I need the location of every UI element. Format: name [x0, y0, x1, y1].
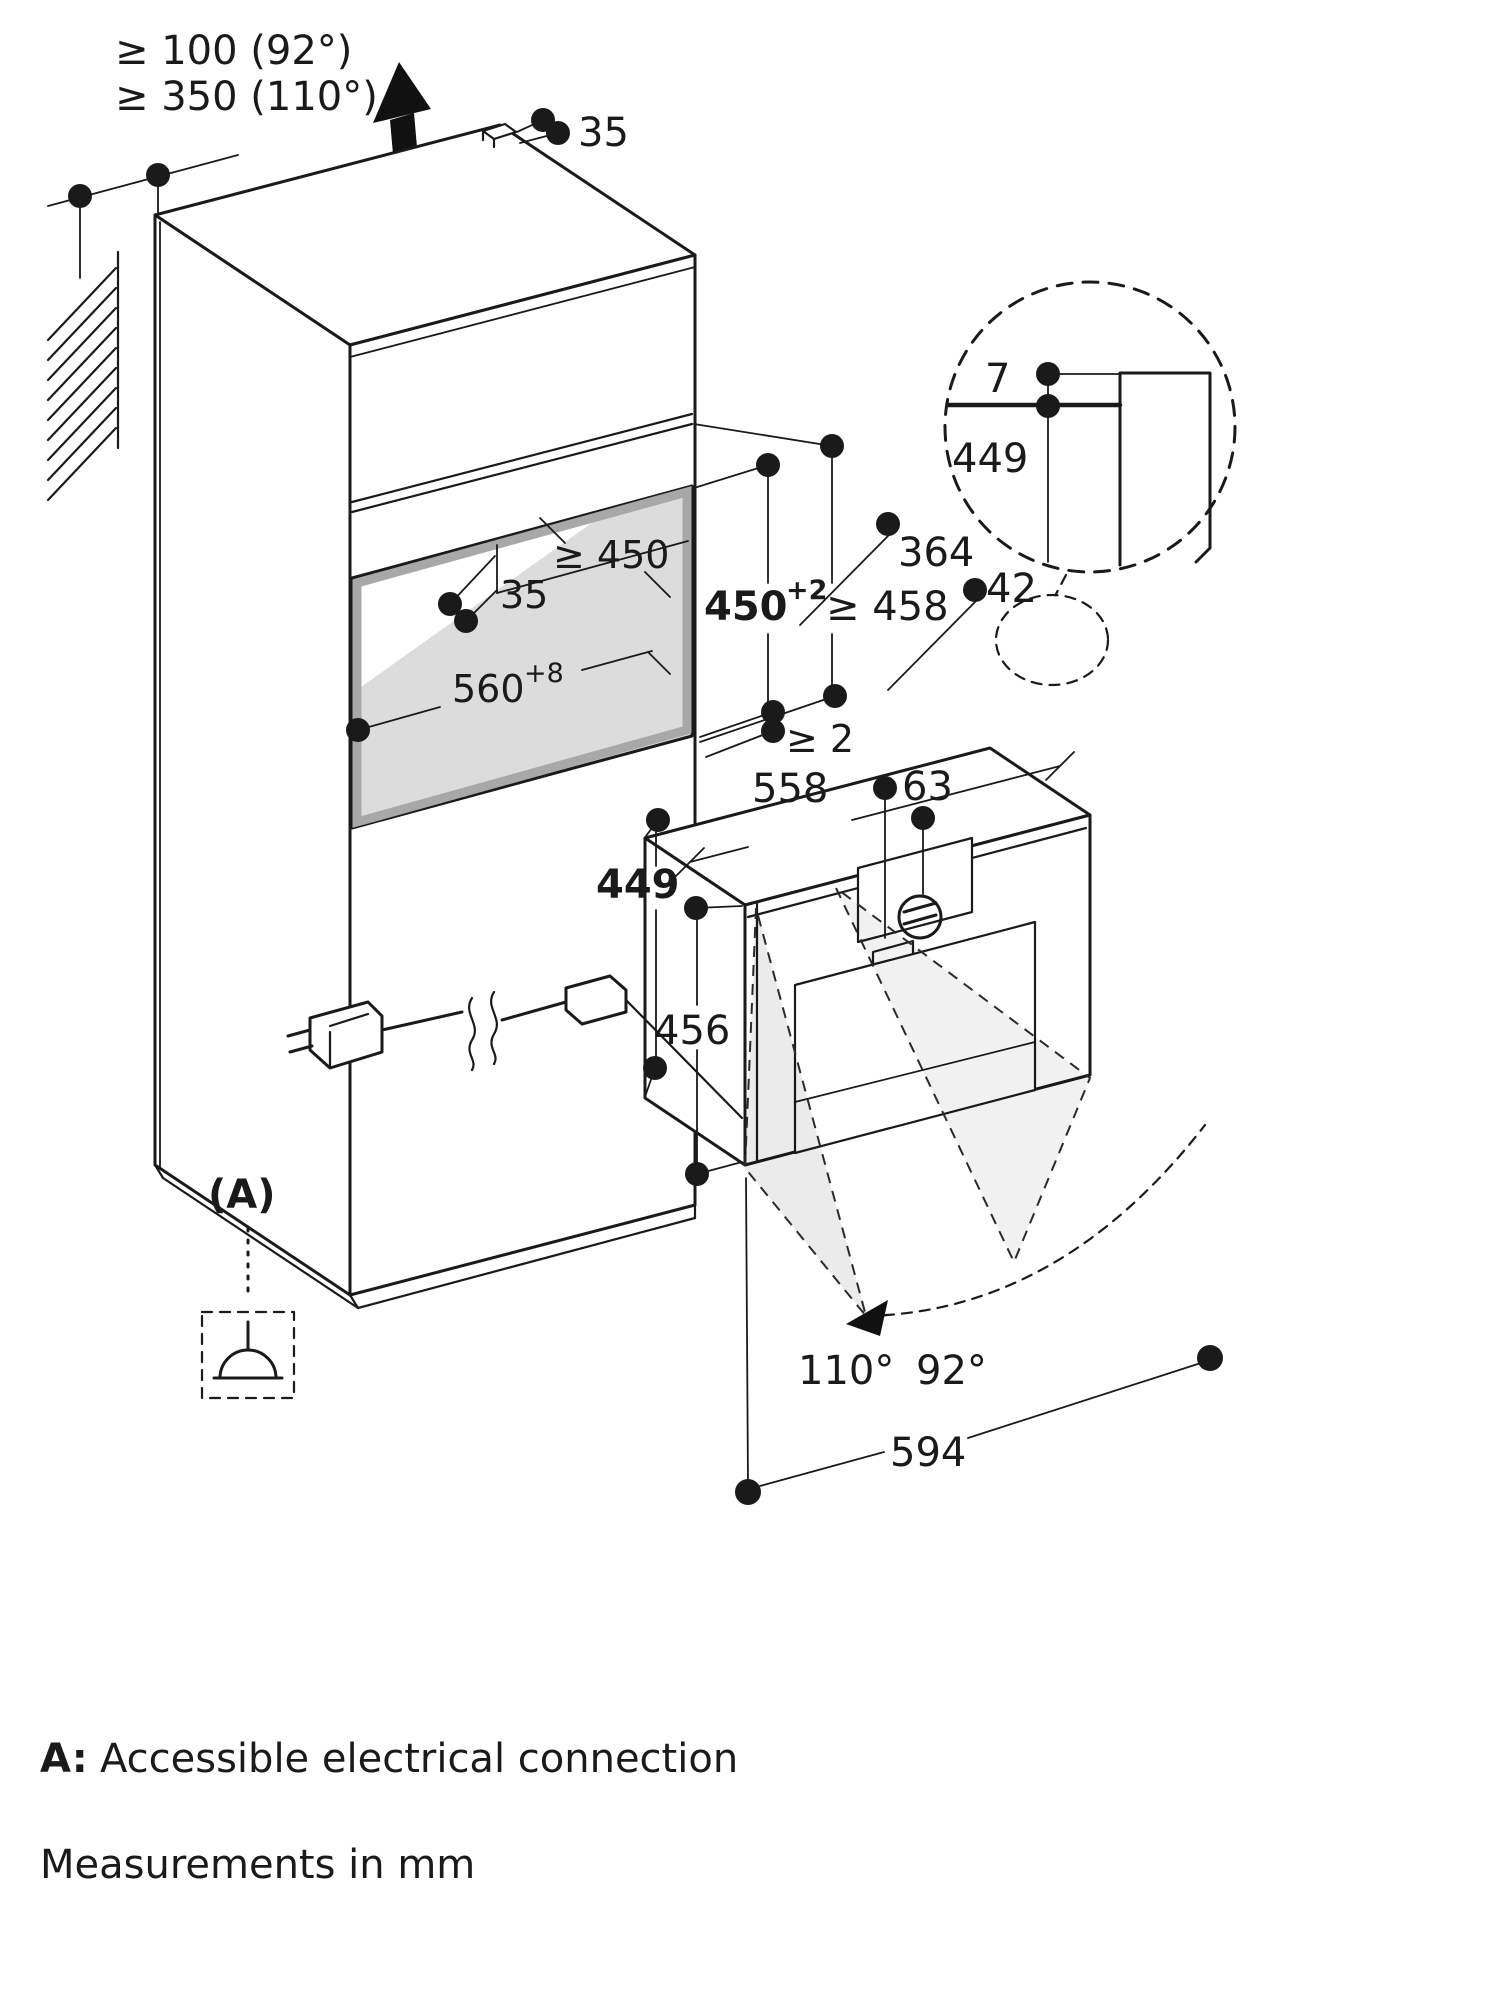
- projection-dimension: 594: [735, 1177, 1223, 1505]
- door-thickness-label: 42: [986, 566, 1037, 612]
- cup-recess: [793, 920, 1037, 1155]
- socket-symbol-icon: [212, 1320, 284, 1380]
- footer-note-key: A:: [40, 1736, 88, 1782]
- display-panel: [856, 836, 974, 944]
- appliance-body-height-label: 456: [654, 1008, 730, 1054]
- footer-notes: A: Accessible electrical connection Meas…: [40, 1736, 738, 1888]
- compartment-height-label: ≥ 458: [826, 584, 949, 630]
- cutout-height-dimension: 450 +2 ≥ 458 ≥ 2: [693, 423, 949, 761]
- cutout-height-tol: +2: [786, 575, 827, 606]
- wall-hatch: [46, 250, 120, 502]
- niche-width-tol: +8: [524, 658, 564, 689]
- swing-arrow-icon: [846, 1300, 888, 1336]
- depth-dimension: 364 42: [799, 512, 1037, 691]
- door-projection-label: 594: [890, 1430, 966, 1476]
- rear-gap-label: ≥ 2: [786, 717, 854, 761]
- appliance-height-label: 449: [596, 862, 680, 908]
- niche: 35 ≥ 450 560 +8: [346, 484, 694, 830]
- niche-frame-width-label: 35: [500, 573, 548, 617]
- appliance-width-dimension: 558 63: [675, 751, 1075, 939]
- electrical-connection-marker: (A): [200, 1172, 296, 1400]
- power-plug-icon: [308, 1000, 384, 1070]
- door-angle-narrow-label: 92°: [916, 1348, 987, 1394]
- connection-marker-label: (A): [208, 1172, 276, 1218]
- cord-connector: [564, 974, 628, 1026]
- appliance-width-label: 558: [752, 766, 828, 812]
- niche-depth-label: ≥ 450: [553, 533, 669, 577]
- appliance-depth-label: 364: [898, 530, 974, 576]
- detail-gap-label: 7: [985, 356, 1010, 402]
- detail-circle: 7 449: [943, 280, 1237, 687]
- power-cord: [286, 974, 744, 1120]
- niche-width-label: 560: [452, 667, 525, 711]
- clearance-label-1: ≥ 100 (92°): [115, 28, 352, 74]
- vent-slot: [481, 122, 518, 149]
- vent-dimension: 35: [516, 108, 629, 156]
- spout-offset-label: 63: [902, 764, 953, 810]
- vent-width-label: 35: [578, 110, 629, 156]
- door-swing: 110° 92°: [743, 887, 1207, 1394]
- footer-note-text: Accessible electrical connection: [100, 1736, 738, 1782]
- appliance-height-dimensions: 449 456: [596, 808, 743, 1186]
- wall-clearance-dimension: ≥ 100 (92°) ≥ 350 (110°): [47, 28, 378, 279]
- cutout-height-label: 450: [704, 584, 788, 630]
- clearance-label-2: ≥ 350 (110°): [115, 74, 378, 120]
- footer-units-note: Measurements in mm: [40, 1842, 475, 1888]
- detail-height-label: 449: [952, 436, 1028, 482]
- rotary-dial: [897, 894, 943, 940]
- door-angle-wide-label: 110°: [798, 1348, 894, 1394]
